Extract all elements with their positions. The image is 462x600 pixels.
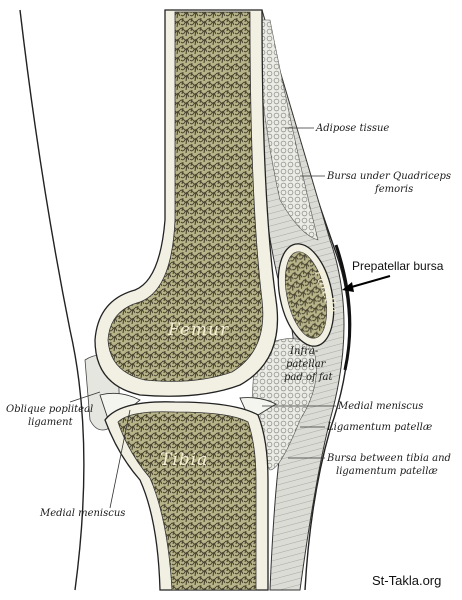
label-oblique-popliteal-1: Oblique popliteal [6,404,93,415]
watermark-text: St-Takla.org [372,573,441,588]
label-adipose-tissue: Adipose tissue [315,123,389,134]
femur-spongy-bone [107,11,264,382]
label-medial-meniscus-left: Medial meniscus [39,508,125,519]
label-infrapatellar-1: Infra- [289,346,319,357]
label-medial-meniscus-right: Medial meniscus [337,401,423,412]
arrow-prepatellar [347,275,391,289]
label-bursa-quadriceps-2: femoris [374,184,413,195]
label-ligamentum-patellae: Ligamentum patellæ [326,422,432,433]
leader-medial-meniscus-left [109,409,131,509]
prepatellar-bursa [334,244,352,371]
label-femur: Femur [167,320,229,340]
label-bursa-tibia-1: Bursa between tibia and [326,453,451,464]
tibia-spongy-bone [117,411,257,591]
adipose-tissue-region [254,19,319,241]
label-prepatellar-bursa: Prepatellar bursa [352,259,444,273]
label-infrapatellar-2: patellar [286,359,327,370]
label-tibia: Tibia [160,450,208,470]
label-bursa-tibia-2: ligamentum patellæ [336,466,438,477]
arrowhead-prepatellar [342,282,354,292]
leader-oblique-popliteal [69,391,101,403]
label-bursa-quadriceps-1: Bursa under Quadriceps [326,171,451,182]
patella-spongy-bone [284,251,328,339]
label-oblique-popliteal-2: ligament [28,417,74,428]
label-infrapatellar-3: pad of fat [284,372,334,383]
skin-outline-posterior [19,9,85,591]
